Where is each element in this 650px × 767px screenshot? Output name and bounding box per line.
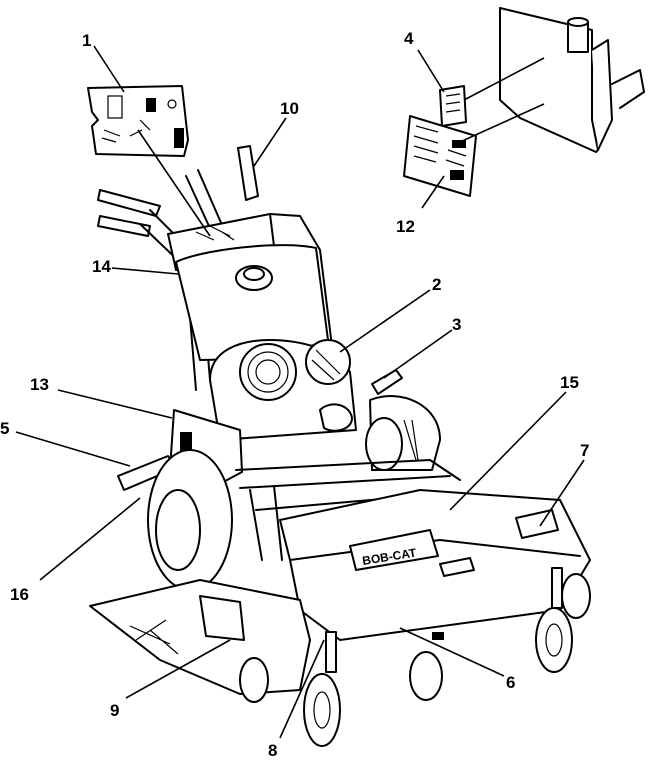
callout-16: 16	[10, 585, 29, 604]
callout-13: 13	[30, 375, 49, 394]
decal-12	[403, 115, 477, 197]
callout-15: 15	[560, 373, 579, 392]
callout-3: 3	[452, 315, 461, 334]
callout-9: 9	[110, 701, 119, 720]
callout-14: 14	[92, 257, 111, 276]
callout-6: 6	[506, 673, 515, 692]
chassis	[117, 395, 461, 591]
decal-4	[439, 85, 467, 127]
callout-12: 12	[396, 217, 415, 236]
engine-cover	[175, 244, 329, 361]
callout-labels: 1 2 3 4 5 6 7 8 9 10 12 13 14 15 16	[0, 29, 589, 760]
engine-shroud	[499, 7, 645, 153]
leader-lines	[15, 45, 585, 739]
callout-7: 7	[580, 441, 589, 460]
decal-1-control-panel	[87, 85, 189, 157]
callout-1: 1	[82, 31, 91, 50]
callout-8: 8	[268, 741, 277, 760]
engine	[209, 339, 403, 441]
callout-5: 5	[0, 419, 9, 438]
callout-10: 10	[280, 99, 299, 118]
callout-4: 4	[404, 29, 414, 48]
callout-2: 2	[432, 275, 441, 294]
caster-wheels	[239, 567, 591, 747]
